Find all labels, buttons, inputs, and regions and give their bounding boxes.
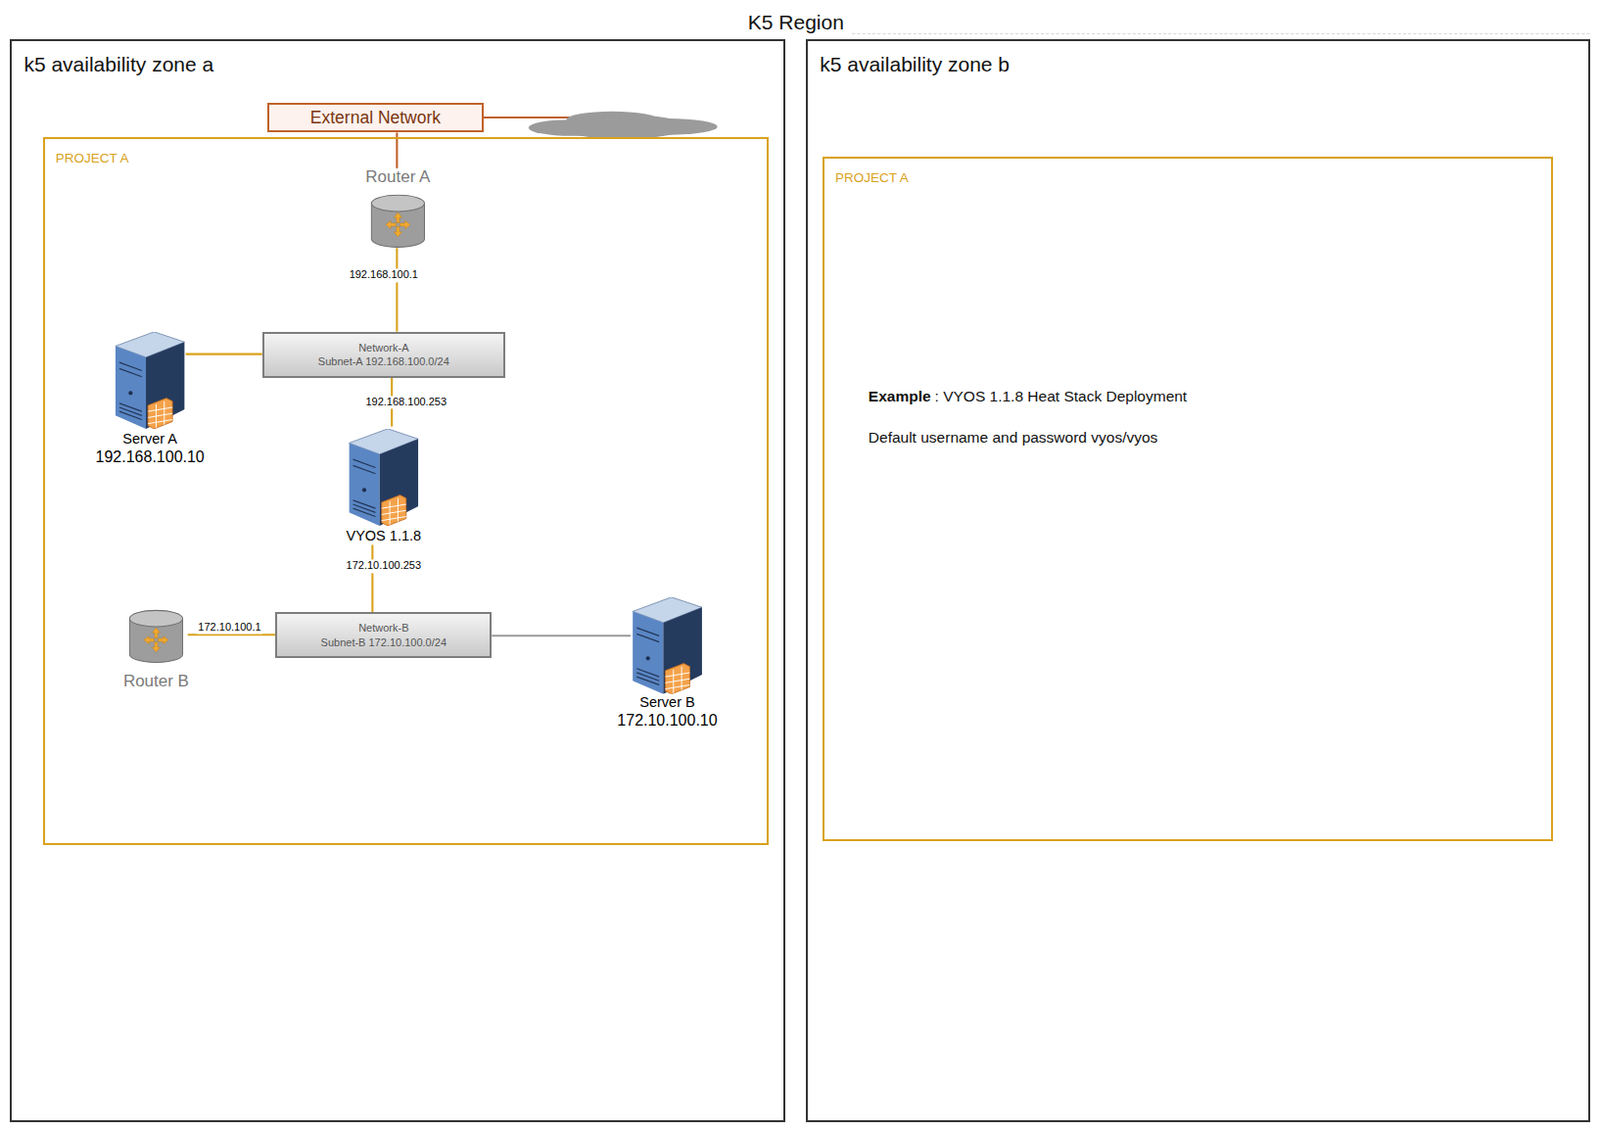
node-label: External Network [310,107,441,129]
note-text: : VYOS 1.1.8 Heat Stack Deployment [935,387,1188,406]
router-node: Router B [124,607,189,691]
note-text: Default username and password vyos/vyos [868,428,1159,447]
node-label: Server A [122,429,178,448]
network-link [491,634,631,637]
region-rule [851,33,1593,35]
router-icon [371,194,424,247]
availability-zone: k5 availability zone a External NetworkPR… [9,39,786,1124]
node-label: VYOS 1.1.8 [346,526,423,545]
node-label: Router B [123,672,189,692]
router-node: Router A [357,168,439,248]
diagram-title: K5 Region [748,10,845,35]
server-node: VYOS 1.1.8 [346,426,421,546]
node-label: PROJECT A [835,170,1541,187]
node-sublabel: 192.168.100.10 [95,447,205,468]
note-line: Default username and password vyos/vyos [868,428,1159,447]
note-text: Example [868,387,932,406]
node-label: Network-A [358,340,409,355]
server-icon [115,331,186,429]
server-icon [632,597,703,695]
node-label: k5 availability zone b [819,51,1576,77]
network-link [186,353,263,356]
project-box: PROJECT A [822,156,1553,841]
server-node: Server A192.168.100.10 [114,329,187,469]
node-label: PROJECT A [55,150,756,167]
ip-address-label: 172.10.100.253 [345,560,423,573]
node-label: Network-B [358,620,409,635]
network-box: Network-BSubnet-B 172.10.100.0/24 [275,611,492,659]
node-label: k5 availability zone a [23,51,772,77]
external-network-box: External Network [267,102,484,133]
network-link [371,544,374,612]
network-box: Network-ASubnet-A 192.168.100.0/24 [262,331,506,378]
node-label: Server B [639,693,695,711]
server-node: Server B172.10.100.10 [630,596,705,732]
ip-address-label: 192.168.100.1 [348,269,420,283]
internet-link [483,116,577,119]
note-line: Example: VYOS 1.1.8 Heat Stack Deploymen… [868,387,1187,406]
ip-address-label: 192.168.100.253 [364,395,448,409]
internet-cloud [528,111,718,140]
project-box: PROJECT ARouter A Network-ASubnet-A 192.1… [43,137,769,846]
ip-address-label: 172.10.100.1 [196,620,262,634]
node-label: Router A [365,168,430,188]
node-sublabel: 172.10.100.10 [616,710,717,731]
availability-zone: k5 availability zone b PROJECT A [805,39,1590,1124]
router-icon [129,610,183,662]
node-sublabel: Subnet-A 192.168.100.0/24 [318,354,450,369]
node-sublabel: Subnet-B 172.10.100.0/24 [321,635,447,650]
server-icon [348,428,419,526]
network-link [395,247,398,331]
